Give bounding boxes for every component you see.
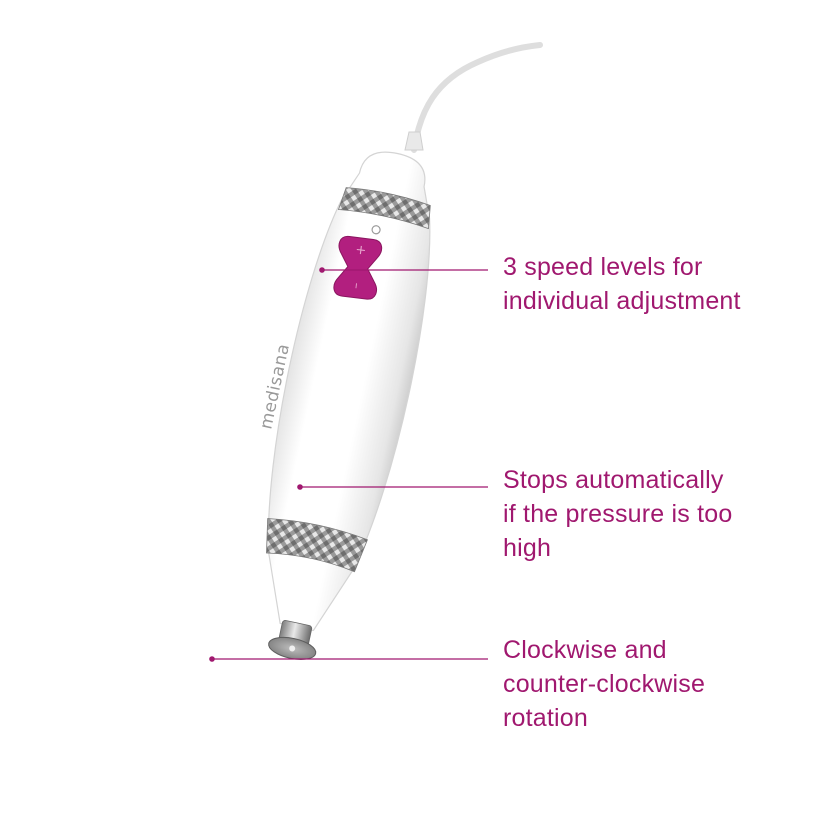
minus-symbol: – (348, 282, 363, 290)
callout-line-text: counter-clockwise (503, 670, 706, 698)
callout-line-text: high (503, 534, 552, 562)
speed-button: – + (333, 236, 383, 300)
callout-rotation: Clockwise and counter-clockwise rotation (503, 633, 705, 735)
top-grip-ring (337, 187, 431, 230)
callout-pressure-stop: Stops automatically if the pressure is t… (503, 463, 733, 565)
plus-symbol: + (353, 244, 369, 257)
power-symbol-icon (371, 225, 381, 235)
callout-line-text: Stops automatically (503, 466, 724, 494)
device-body (267, 151, 431, 632)
callout-line-text: Clockwise and (503, 636, 667, 664)
power-cable (411, 42, 543, 153)
callout-speed-levels: 3 speed levels for individual adjustment (503, 250, 741, 318)
callout-line-text: individual adjustment (503, 287, 741, 315)
callout-line-text: 3 speed levels for (503, 253, 703, 281)
bottom-grip-ring (266, 518, 368, 573)
callout-line-text: if the pressure is too (503, 500, 733, 528)
callout-line-text: rotation (503, 704, 588, 732)
